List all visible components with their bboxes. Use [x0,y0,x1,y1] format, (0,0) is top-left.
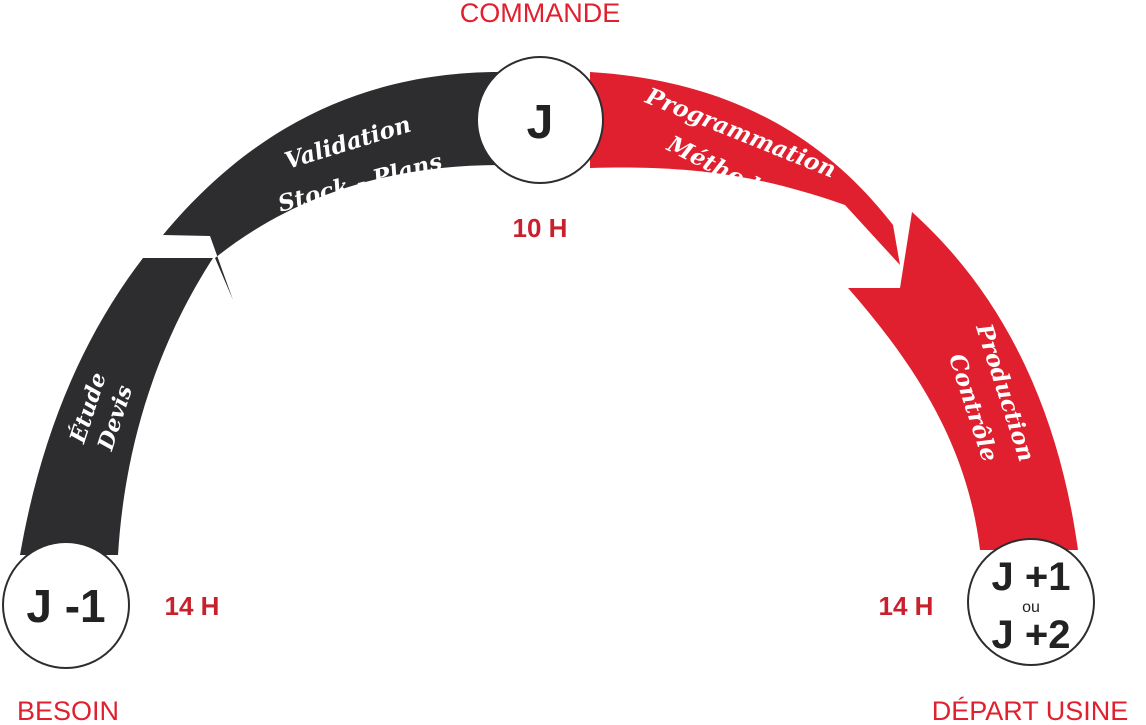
time-label-start: 14 H [165,591,220,621]
phase-segment-production [848,212,1078,550]
milestone-label-end: DÉPART USINE [932,696,1129,725]
node-end-top-text: J +1 [992,555,1071,599]
milestone-node-end: J +1 ou J +2 [967,538,1095,666]
phase-segment-etude [20,258,213,555]
phase-segment-validation [163,72,500,300]
milestone-label-middle: COMMANDE [460,0,621,28]
time-label-middle: 10 H [513,213,568,243]
milestone-label-start: BESOIN [17,696,119,725]
node-end-separator: ou [1022,599,1040,616]
milestone-node-start: J -1 [2,541,130,669]
node-end-bottom-text: J +2 [992,613,1071,657]
phase-segment-programmation [590,72,900,265]
milestone-node-middle: J [476,56,604,184]
node-middle-text: J [527,96,554,149]
node-start-text: J -1 [26,580,105,632]
time-label-end: 14 H [879,591,934,621]
